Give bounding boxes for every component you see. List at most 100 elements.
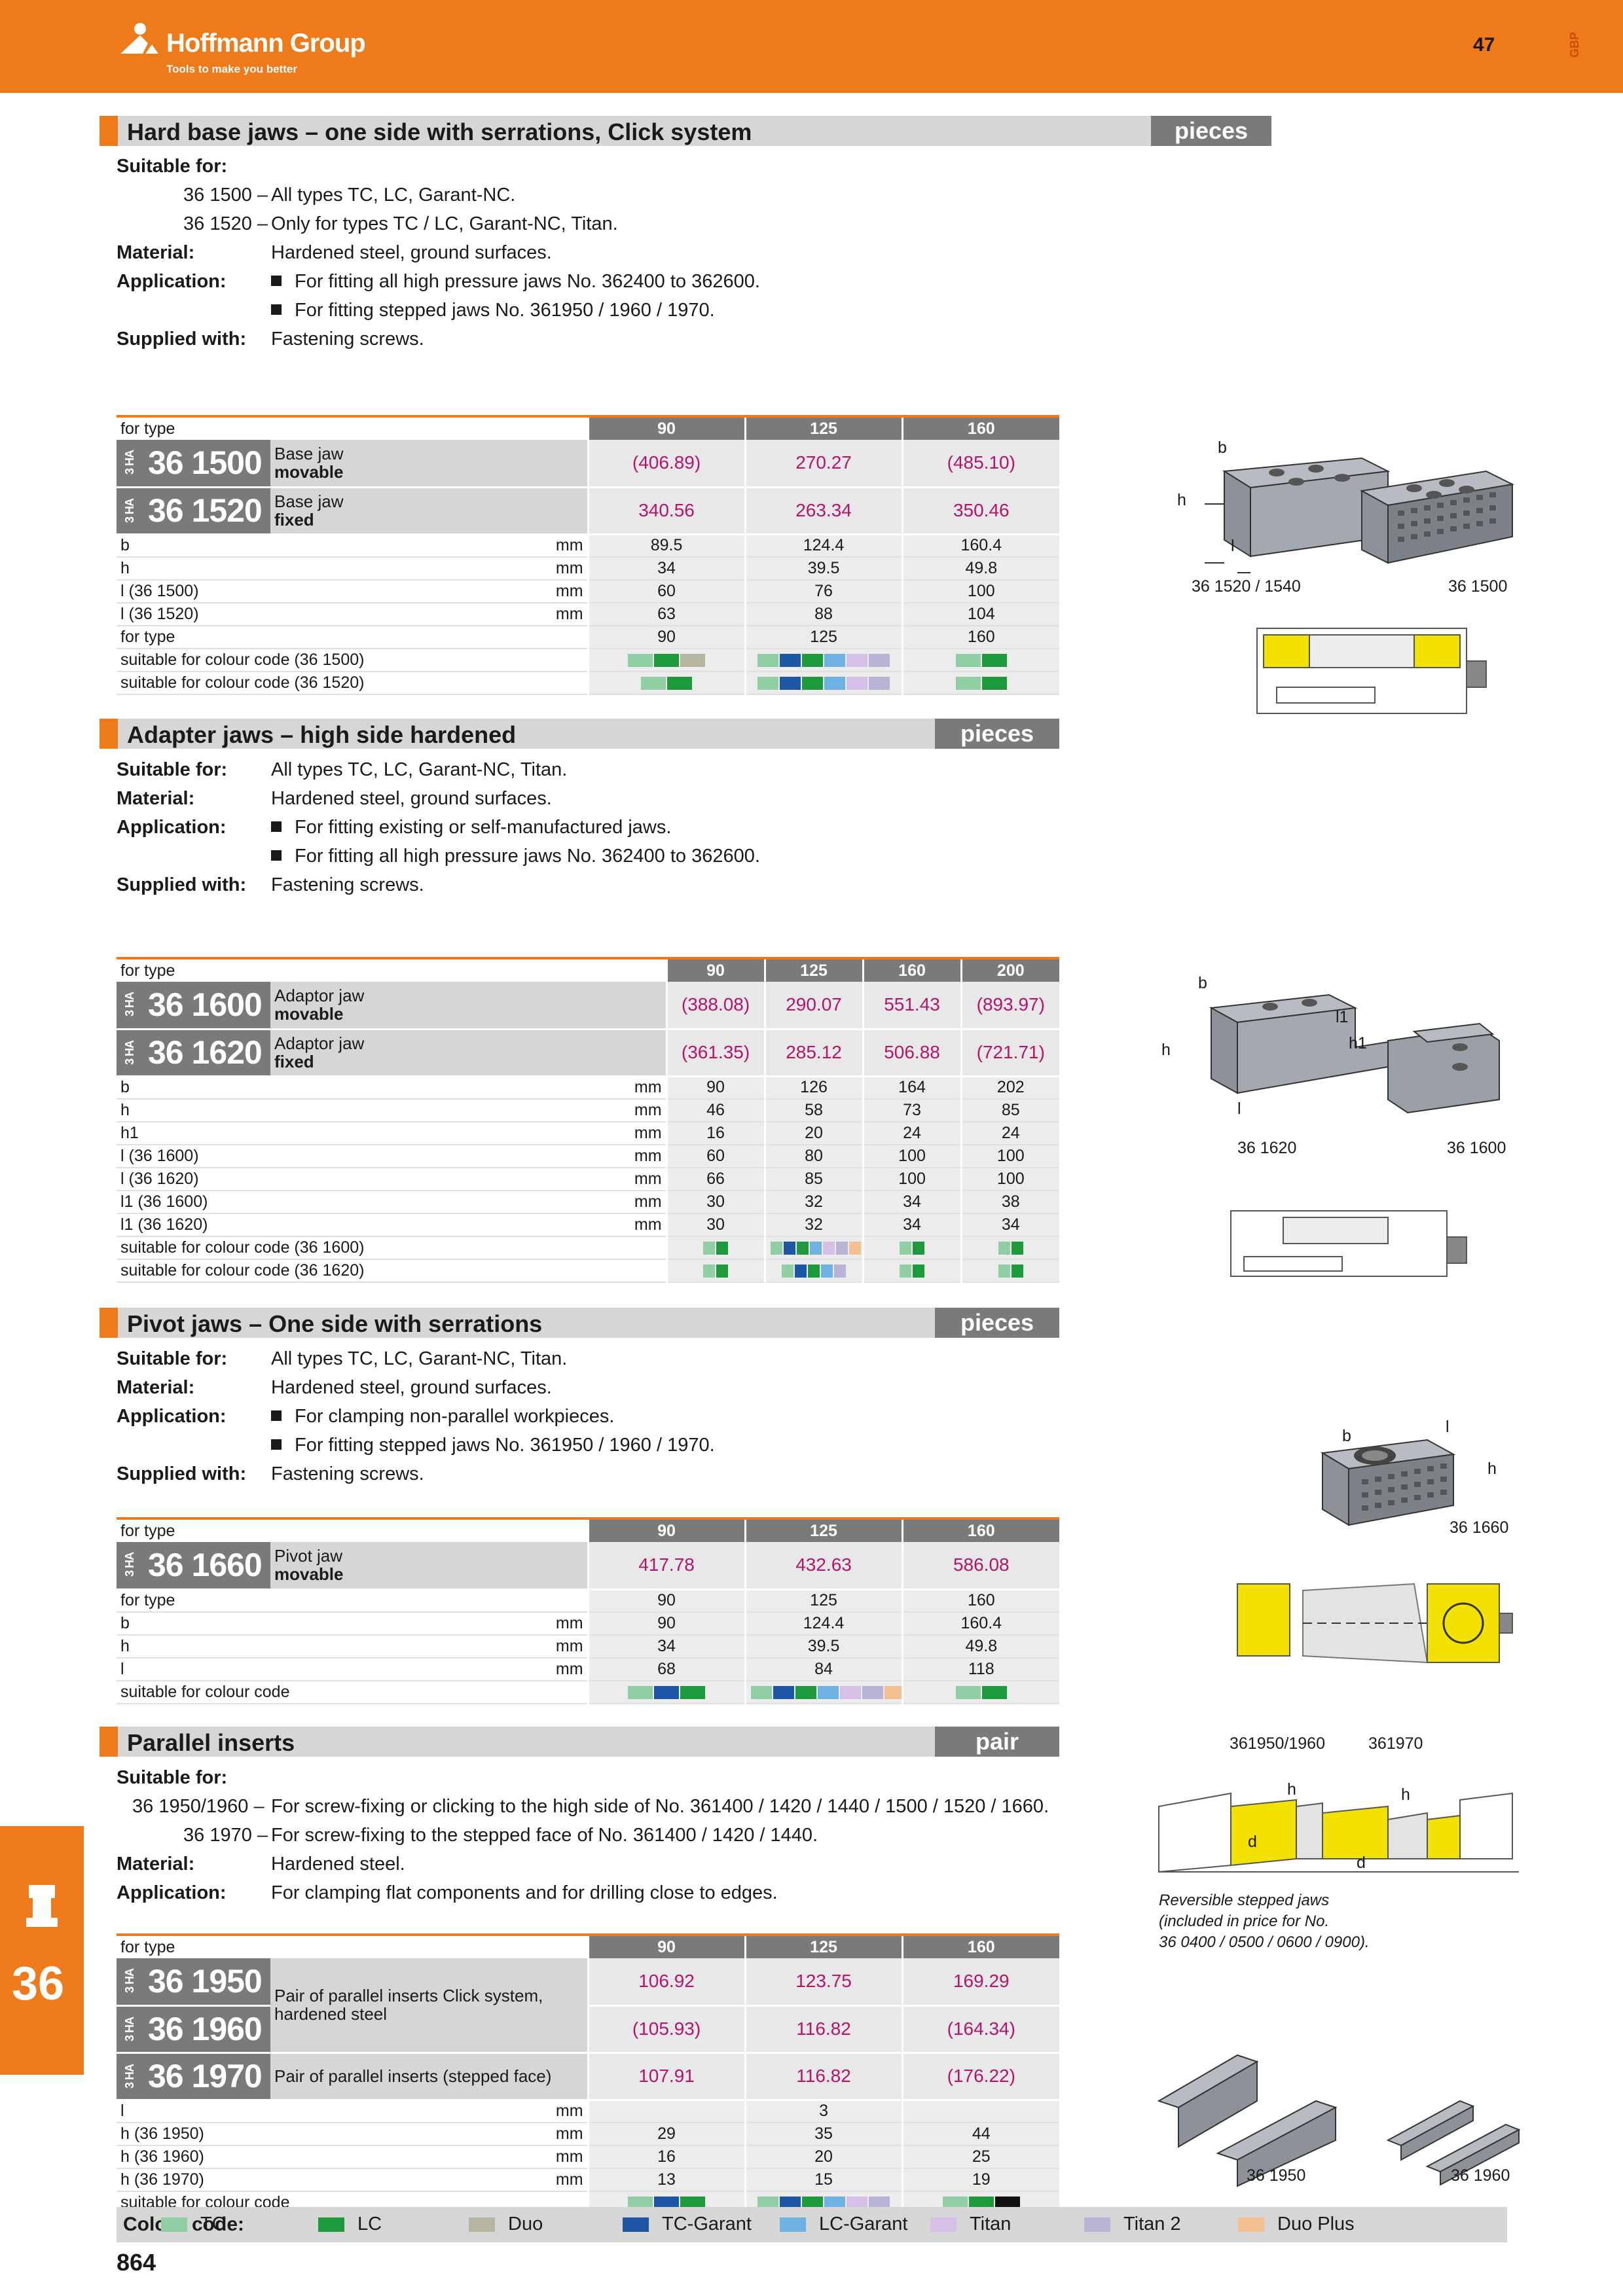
value-cell: 76	[744, 580, 903, 603]
swatch-cell	[862, 1259, 962, 1283]
column-header: 90	[587, 415, 746, 440]
row-label: l1 (36 1620)	[117, 1213, 598, 1237]
row-label: l1 (36 1600)	[117, 1191, 598, 1214]
colour-swatch	[780, 2197, 801, 2210]
value-cell: 35	[744, 2123, 903, 2146]
colour-swatch	[796, 1242, 809, 1255]
colour-swatch	[757, 677, 779, 690]
row-unit: mm	[519, 2168, 589, 2192]
legend-item: TC	[160, 2214, 226, 2235]
suitable-text: For screw-fixing or clicking to the high…	[271, 1796, 1049, 1817]
colour-swatch	[847, 2197, 868, 2210]
value-cell: 104	[901, 603, 1060, 626]
value-cell: 30	[665, 1213, 765, 1237]
supplied-text: Fastening screws.	[271, 329, 424, 350]
colour-swatch	[839, 1686, 861, 1699]
colour-swatch	[703, 1265, 716, 1278]
swatch-cell	[665, 1259, 765, 1283]
colour-swatch	[824, 654, 846, 667]
header-label: for type	[117, 415, 589, 440]
value-cell: 39.5	[744, 1635, 903, 1659]
column-header: 125	[744, 1933, 903, 1958]
swatch-cell	[587, 649, 746, 672]
colour-swatch	[955, 654, 981, 667]
suitable-code: 36 1970 –	[183, 1825, 268, 1846]
row-label: suitable for colour code (36 1620)	[117, 1259, 667, 1283]
colour-swatch	[955, 677, 981, 690]
row-unit: mm	[598, 1122, 667, 1145]
label-material: Material:	[117, 1854, 195, 1874]
value-cell: 24	[862, 1122, 962, 1145]
column-header: 90	[587, 1933, 746, 1958]
parallel-inserts-illustration-icon	[1157, 1792, 1521, 2187]
article-description: Pair of parallel inserts Click system,ha…	[270, 1958, 589, 2054]
colour-swatch	[680, 654, 706, 667]
header-label: for type	[117, 1517, 589, 1542]
section-title-pivot-jaws: Pivot jaws – One side with serrations	[100, 1308, 935, 1338]
column-header: 90	[665, 957, 765, 982]
hoffmann-logo: Hoffmann Group Tools to make you better	[117, 20, 392, 82]
desc-line: movable	[274, 463, 583, 481]
material-text: Hardened steel, ground surfaces.	[271, 1377, 552, 1398]
legend-item: Duo Plus	[1237, 2214, 1355, 2235]
note-line: 36 0400 / 0500 / 0600 / 0900).	[1159, 1933, 1370, 1951]
dim-label-d: d	[1248, 1833, 1257, 1851]
value-cell: 124.4	[744, 1612, 903, 1636]
desc-line: movable	[274, 1005, 662, 1023]
row-label: h1	[117, 1122, 598, 1145]
info-block-s2: Suitable for:All types TC, LC, Garant-NC…	[117, 755, 1099, 899]
value-cell	[901, 2100, 1060, 2123]
colour-swatch	[981, 677, 1007, 690]
swatch-cell	[744, 1681, 903, 1704]
value-cell: 90	[665, 1076, 765, 1100]
desc-type: movable	[274, 1564, 344, 1585]
colour-swatch	[900, 1242, 912, 1255]
brand-tagline: Tools to make you better	[166, 63, 297, 75]
legend-label: LC	[357, 2214, 382, 2234]
label-material: Material:	[117, 242, 195, 263]
column-header: 160	[901, 1517, 1060, 1542]
value-cell	[587, 2100, 746, 2123]
colour-swatch	[968, 2197, 994, 2210]
legend-item: LC	[318, 2214, 382, 2235]
dim-label-l: l	[1237, 1100, 1241, 1118]
row-label: for type	[117, 1589, 519, 1613]
colour-swatch	[824, 2197, 846, 2210]
colour-swatch	[822, 1242, 835, 1255]
row-label: h	[117, 557, 519, 581]
value-cell: 125	[744, 1589, 903, 1613]
price-cell: (164.34)	[901, 2005, 1060, 2054]
row-unit: mm	[598, 1213, 667, 1237]
desc-line: Adaptor jaw	[274, 1033, 365, 1053]
price-cell: (176.22)	[901, 2053, 1060, 2101]
row-label: suitable for colour code (36 1520)	[117, 672, 589, 695]
legend-swatch	[623, 2217, 649, 2232]
colour-swatch	[795, 1265, 807, 1278]
colour-swatch	[848, 1242, 861, 1255]
row-unit: mm	[598, 1076, 667, 1100]
colour-swatch	[628, 2197, 653, 2210]
desc-line: Base jaw	[274, 492, 344, 511]
price-cell: 107.91	[587, 2053, 746, 2101]
colour-swatch	[955, 1686, 981, 1699]
price-cell: 116.82	[744, 2005, 903, 2054]
section-title-text: Hard base jaws – one side with serration…	[127, 118, 752, 145]
legend-item: TC-Garant	[622, 2214, 752, 2235]
article-code: 36 1950	[148, 1963, 263, 2000]
header-label: for type	[117, 957, 667, 982]
swatch-cell	[960, 1259, 1060, 1283]
article-prefix: 3 HA	[123, 1552, 136, 1577]
legend-label: TC-Garant	[662, 2214, 752, 2234]
colour-swatch	[884, 1686, 903, 1699]
section-title-parallel-inserts: Parallel inserts	[100, 1727, 935, 1757]
